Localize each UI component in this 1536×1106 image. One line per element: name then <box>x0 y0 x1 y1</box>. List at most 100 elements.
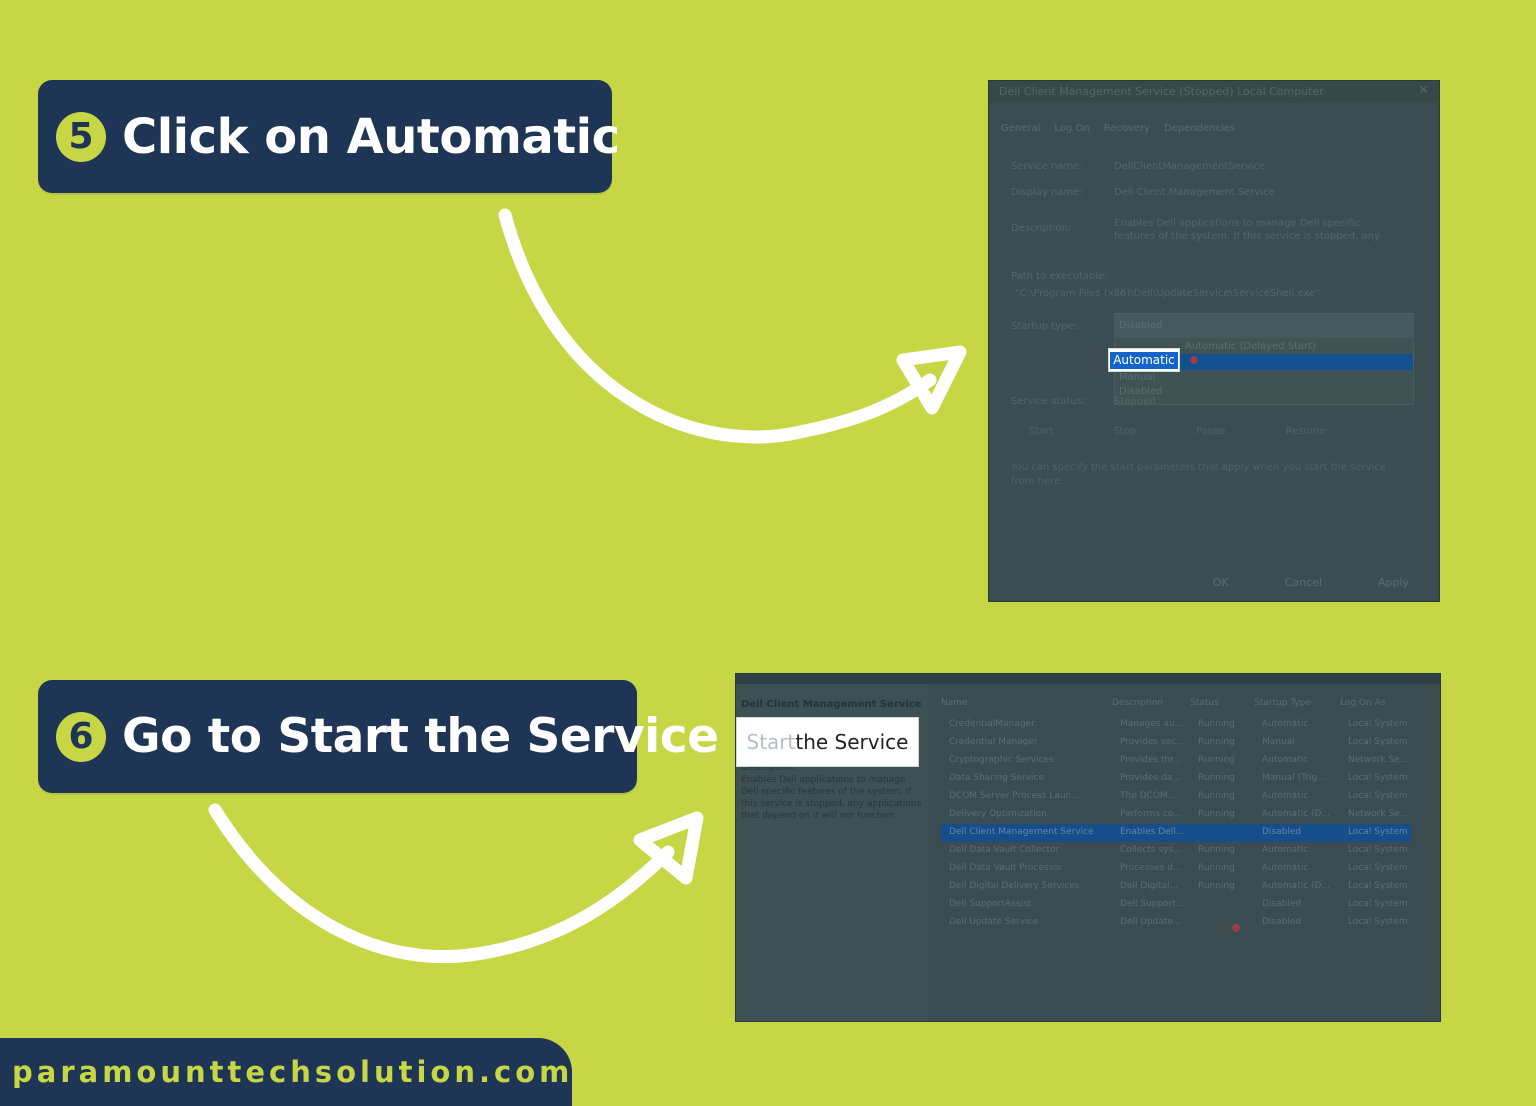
table-cell: Local System <box>1348 827 1408 837</box>
tab-log-on[interactable]: Log On <box>1054 123 1090 134</box>
ok-button[interactable]: OK <box>1212 576 1229 589</box>
dialog-titlebar: Dell Client Management Service (Stopped)… <box>989 81 1439 103</box>
automatic-option-label: Automatic <box>1110 351 1178 369</box>
step-number-badge: 5 <box>56 111 106 162</box>
option-highlight[interactable] <box>1115 354 1413 370</box>
table-row[interactable]: Dell Data Vault Processor Processes d... R… <box>941 860 1411 878</box>
services-topbar <box>736 674 1440 684</box>
display-name-label: Display name: <box>1011 187 1083 198</box>
column-header-startup-type[interactable]: Startup Type <box>1254 698 1311 708</box>
dropdown-current[interactable]: Disabled <box>1115 314 1413 338</box>
resume-button[interactable]: Resume <box>1285 426 1326 437</box>
table-cell: Automatic <box>1262 845 1309 855</box>
table-cell: Automatic (D... <box>1262 809 1331 819</box>
table-cell: Dell SupportAssist <box>949 899 1032 909</box>
stop-button[interactable]: Stop <box>1113 426 1137 437</box>
table-row[interactable]: Data Sharing Service Provides da... Runnin… <box>941 770 1411 788</box>
start-button[interactable]: Start <box>1029 426 1054 437</box>
table-cell: Running <box>1198 809 1235 819</box>
table-cell: Local System <box>1348 845 1408 855</box>
step-6-banner: 6 Go to Start the Service <box>38 680 719 793</box>
table-cell: Local System <box>1348 719 1408 729</box>
service-name-label: Service name: <box>1011 161 1083 172</box>
option-automatic-delayed[interactable]: Automatic (Delayed Start) <box>1185 341 1317 352</box>
tab-dependencies[interactable]: Dependencies <box>1164 123 1236 134</box>
table-cell: Automatic (D... <box>1262 881 1331 891</box>
option-manual[interactable]: Manual <box>1119 372 1156 383</box>
column-header-description[interactable]: Description <box>1112 698 1164 708</box>
table-cell: Running <box>1198 773 1235 783</box>
table-cell: Automatic <box>1262 719 1309 729</box>
start-parameters-note: You can specify the start parameters tha… <box>1011 462 1387 487</box>
table-cell: Enables Dell... <box>1120 827 1185 837</box>
path-label: Path to executable: <box>1011 271 1108 282</box>
column-header-status[interactable]: Status <box>1190 698 1219 708</box>
column-header-name[interactable]: Name <box>941 698 968 708</box>
dialog-tabs: General Log On Recovery Dependencies <box>1001 123 1235 134</box>
start-link-text: Start <box>746 730 796 754</box>
table-cell: Provides da... <box>1120 773 1181 783</box>
table-cell: Local System <box>1348 881 1408 891</box>
table-cell: Collects sys... <box>1120 845 1182 855</box>
table-cell: Manual (Trig... <box>1262 773 1326 783</box>
table-cell: Automatic <box>1262 863 1309 873</box>
step-number-badge: 6 <box>56 711 106 762</box>
selected-service-title: Dell Client Management Service <box>741 699 922 710</box>
dialog-footer: OK Cancel Apply <box>1213 576 1409 589</box>
table-cell: CredentialManager <box>949 719 1035 729</box>
table-cell: Local System <box>1348 863 1408 873</box>
description-heading: Description: <box>741 763 796 773</box>
cancel-button[interactable]: Cancel <box>1284 576 1322 589</box>
service-description: Enables Dell applications to manage Dell… <box>741 775 922 821</box>
table-cell: Cryptographic Services <box>949 755 1054 765</box>
brand-footer: paramounttechsolution.com <box>0 1038 572 1106</box>
table-cell: Running <box>1198 863 1235 873</box>
table-cell: Dell Data Vault Processor <box>949 863 1063 873</box>
service-status-value: Stopped <box>1114 396 1156 407</box>
tab-general[interactable]: General <box>1001 123 1041 134</box>
service-control-buttons: Start Stop Pause Resume <box>1029 426 1326 437</box>
dropdown-current-value: Disabled <box>1119 320 1163 331</box>
table-cell: Dell Update Service <box>949 917 1039 927</box>
table-cell: Local System <box>1348 737 1408 747</box>
option-disabled[interactable]: Disabled <box>1119 386 1163 397</box>
table-cell: Local System <box>1348 899 1408 909</box>
service-status-label: Service status: <box>1011 396 1086 407</box>
table-cell: Dell Data Vault Collector <box>949 845 1060 855</box>
start-service-callout[interactable]: Start the Service <box>736 717 919 767</box>
start-link-rest: the Service <box>795 730 909 754</box>
step-label: Click on Automatic <box>122 108 620 165</box>
curved-arrow-2 <box>208 803 704 964</box>
table-cell: Network Se... <box>1348 755 1409 765</box>
table-cell: Automatic <box>1262 755 1309 765</box>
table-cell: Credential Manager <box>949 737 1038 747</box>
table-row[interactable]: DCOM Server Process Laun...The DCOM...Ru… <box>941 788 1411 806</box>
table-cell: Running <box>1198 881 1235 891</box>
automatic-option-callout[interactable]: Automatic <box>1108 348 1180 372</box>
column-header-log-on-as[interactable]: Log On As <box>1340 698 1386 708</box>
table-cell: Local System <box>1348 773 1408 783</box>
apply-button[interactable]: Apply <box>1377 576 1409 589</box>
table-row[interactable]: Dell Data Vault Collector Collects sys...… <box>941 842 1411 860</box>
dialog-title: Dell Client Management Service (Stopped)… <box>999 85 1324 98</box>
service-name-value: DellClientManagementService <box>1114 161 1266 172</box>
table-cell: Dell Digital... <box>1120 881 1179 891</box>
table-cell: Running <box>1198 845 1235 855</box>
table-cell: Local System <box>1348 917 1408 927</box>
tab-recovery[interactable]: Recovery <box>1103 123 1151 134</box>
brand-url[interactable]: paramounttechsolution.com <box>12 1055 574 1089</box>
table-cell: Dell Support... <box>1120 899 1185 909</box>
close-icon[interactable]: ✕ <box>1418 83 1429 98</box>
table-cell: Data Sharing Service <box>949 773 1045 783</box>
pause-button[interactable]: Pause <box>1196 426 1226 437</box>
table-cell: Manual <box>1262 737 1295 747</box>
table-cell: Processes d... <box>1120 863 1182 873</box>
